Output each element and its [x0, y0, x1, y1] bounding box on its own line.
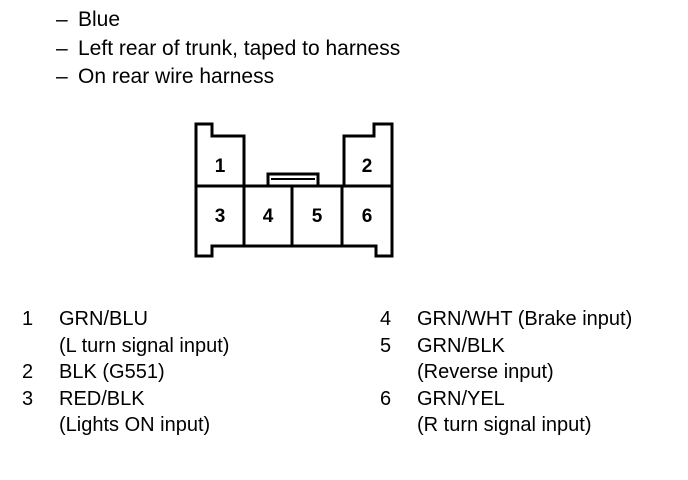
- pin-number-2: 2: [362, 156, 373, 177]
- legend-function: (L turn signal input): [59, 334, 230, 357]
- note-text: Blue: [78, 8, 121, 31]
- note-text: On rear wire harness: [78, 65, 275, 88]
- legend-entry-pin-5: 5 GRN/BLK (Reverse input): [380, 333, 632, 386]
- legend-pin-number: 4: [380, 308, 392, 330]
- legend-wire-color: GRN/WHT (Brake input): [417, 308, 633, 330]
- legend-entry-pin-1: 1 GRN/BLU (L turn signal input): [22, 306, 229, 359]
- legend-function: (Reverse input): [417, 361, 554, 383]
- legend-wire-color: RED/BLK: [59, 387, 145, 410]
- legend-wire-color: GRN/BLK: [417, 334, 505, 357]
- legend-pin-number: 5: [380, 334, 392, 357]
- legend-entry-pin-2: 2 BLK (G551): [22, 359, 229, 386]
- bullet-dash: –: [56, 8, 68, 31]
- legend-function: (Lights ON input): [59, 414, 211, 436]
- legend-wire-color: GRN/BLU: [59, 308, 148, 330]
- pin-number-5: 5: [312, 206, 323, 227]
- connector-face-diagram: 1 2 3 4 5 6: [194, 122, 394, 258]
- legend-pin-number: 2: [22, 361, 34, 383]
- pin-legend-left: 1 GRN/BLU (L turn signal input) 2 BLK (G…: [22, 306, 229, 439]
- legend-wire-color: GRN/YEL: [417, 387, 505, 410]
- pin-number-6: 6: [362, 206, 373, 227]
- legend-pin-number: 1: [22, 308, 34, 330]
- pin-number-1: 1: [215, 156, 226, 177]
- pin-legend-right: 4 GRN/WHT (Brake input) 5 GRN/BLK (Rever…: [380, 306, 632, 439]
- note-location: –Left rear of trunk, taped to harness: [56, 35, 400, 64]
- legend-entry-pin-6: 6 GRN/YEL (R turn signal input): [380, 386, 632, 439]
- pin-number-4: 4: [263, 206, 274, 227]
- legend-wire-color: BLK (G551): [59, 361, 165, 383]
- note-color: –Blue: [56, 6, 400, 35]
- connector-housing-outline: [194, 122, 394, 258]
- bullet-dash: –: [56, 65, 68, 88]
- legend-function: (R turn signal input): [417, 414, 592, 436]
- connector-notes: –Blue –Left rear of trunk, taped to harn…: [56, 6, 400, 92]
- note-harness: –On rear wire harness: [56, 63, 400, 92]
- bullet-dash: –: [56, 36, 68, 60]
- legend-entry-pin-3: 3 RED/BLK (Lights ON input): [22, 386, 229, 439]
- locking-tab: [266, 172, 320, 186]
- legend-pin-number: 6: [380, 387, 392, 410]
- pin-number-3: 3: [215, 206, 226, 227]
- legend-pin-number: 3: [22, 387, 34, 410]
- note-text: Left rear of trunk, taped to harness: [78, 36, 401, 60]
- legend-entry-pin-4: 4 GRN/WHT (Brake input): [380, 306, 632, 333]
